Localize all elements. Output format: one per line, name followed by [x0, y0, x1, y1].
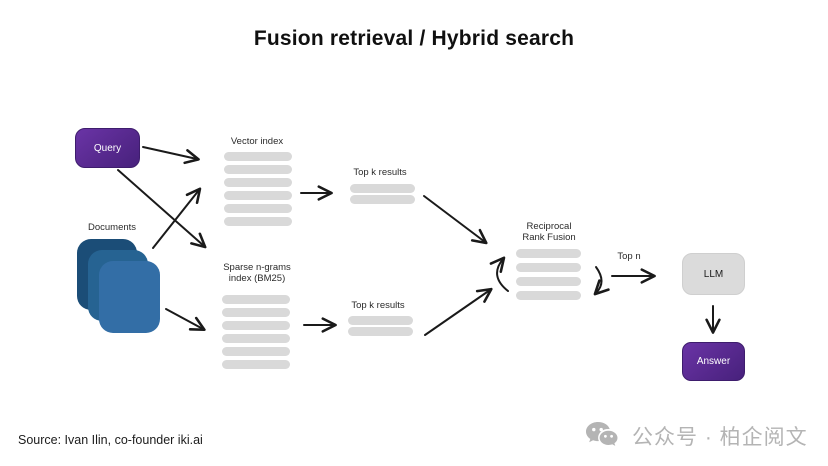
llm-label: LLM — [703, 268, 724, 280]
arrow-rrf-cycle-left — [489, 256, 509, 292]
arrow-docs-to-sparse — [165, 308, 206, 332]
result-bar — [516, 277, 581, 286]
result-bar — [224, 191, 292, 200]
arrow-docs-to-vector — [152, 187, 202, 249]
result-bar — [224, 204, 292, 213]
arrow-topk1-to-rrf — [423, 195, 488, 245]
query-label: Query — [93, 142, 122, 154]
result-bar — [222, 360, 290, 369]
wechat-icon — [586, 422, 618, 446]
result-bar — [348, 327, 413, 336]
sparse-index-label-line2: index (BM25) — [228, 273, 286, 284]
rrf-bars — [516, 249, 581, 305]
vector-index-bars — [224, 152, 292, 230]
topk-vector-bars — [350, 184, 415, 206]
result-bar — [224, 217, 292, 226]
result-bar — [222, 295, 290, 304]
sparse-index-bars — [222, 295, 290, 373]
sparse-index-label-line1: Sparse n-grams — [223, 262, 291, 273]
rrf-label-line2: Rank Fusion — [522, 232, 576, 243]
vector-index-label: Vector index — [230, 136, 284, 147]
rrf-label: Reciprocal Rank Fusion — [504, 221, 594, 243]
arrow-topk2-to-rrf — [424, 287, 493, 336]
result-bar — [516, 263, 581, 272]
page-title: Fusion retrieval / Hybrid search — [253, 27, 575, 50]
topk-sparse-label: Top k results — [351, 300, 405, 311]
result-bar — [348, 316, 413, 325]
topk-vector-label: Top k results — [353, 167, 407, 178]
arrow-query-to-sparse — [117, 169, 207, 249]
result-bar — [222, 321, 290, 330]
rrf-label-line1: Reciprocal — [526, 221, 572, 232]
sparse-index-label: Sparse n-grams index (BM25) — [209, 262, 305, 284]
result-bar — [222, 308, 290, 317]
result-bar — [224, 178, 292, 187]
result-bar — [516, 291, 581, 300]
watermark-text: 公众号 · 柏企阅文 — [632, 426, 808, 449]
answer-node: Answer — [682, 342, 745, 381]
llm-node: LLM — [682, 253, 745, 295]
documents-label: Documents — [88, 222, 137, 233]
result-bar — [516, 249, 581, 258]
source-attribution: Source: Ivan Ilin, co-founder iki.ai — [18, 433, 203, 447]
arrow-rrf-cycle-right — [593, 266, 610, 296]
result-bar — [350, 184, 415, 193]
document-card — [99, 261, 160, 333]
result-bar — [350, 195, 415, 204]
result-bar — [224, 165, 292, 174]
top-n-label: Top n — [617, 251, 641, 262]
result-bar — [224, 152, 292, 161]
query-node: Query — [75, 128, 140, 168]
answer-label: Answer — [696, 356, 731, 367]
topk-sparse-bars — [348, 316, 413, 338]
arrow-query-to-vector — [142, 146, 200, 165]
result-bar — [222, 347, 290, 356]
watermark: 公众号 · 柏企阅文 — [584, 420, 808, 452]
result-bar — [222, 334, 290, 343]
